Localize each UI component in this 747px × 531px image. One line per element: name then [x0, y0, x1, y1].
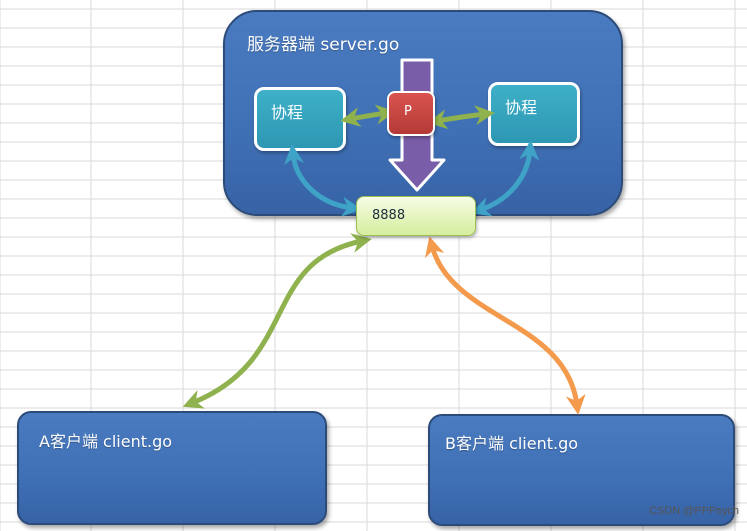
- coroutine-right: 协程: [488, 82, 580, 146]
- port-label: 8888: [372, 208, 406, 223]
- process-label: P: [404, 104, 412, 119]
- coroutine-left: 协程: [254, 87, 346, 151]
- client-a-title: A客户端 client.go: [39, 432, 173, 451]
- server-title: 服务器端 server.go: [247, 35, 400, 55]
- port-node: 8888: [356, 196, 476, 236]
- client-b-box: B客户端 client.go: [428, 414, 735, 526]
- coroutine-right-label: 协程: [505, 98, 538, 117]
- client-a-box: A客户端 client.go: [17, 411, 327, 525]
- process-p-node: P: [387, 91, 435, 136]
- client-b-title: B客户端 client.go: [445, 434, 579, 453]
- watermark-text: CSDN @PPPsych: [648, 505, 739, 517]
- coroutine-left-label: 协程: [271, 103, 304, 122]
